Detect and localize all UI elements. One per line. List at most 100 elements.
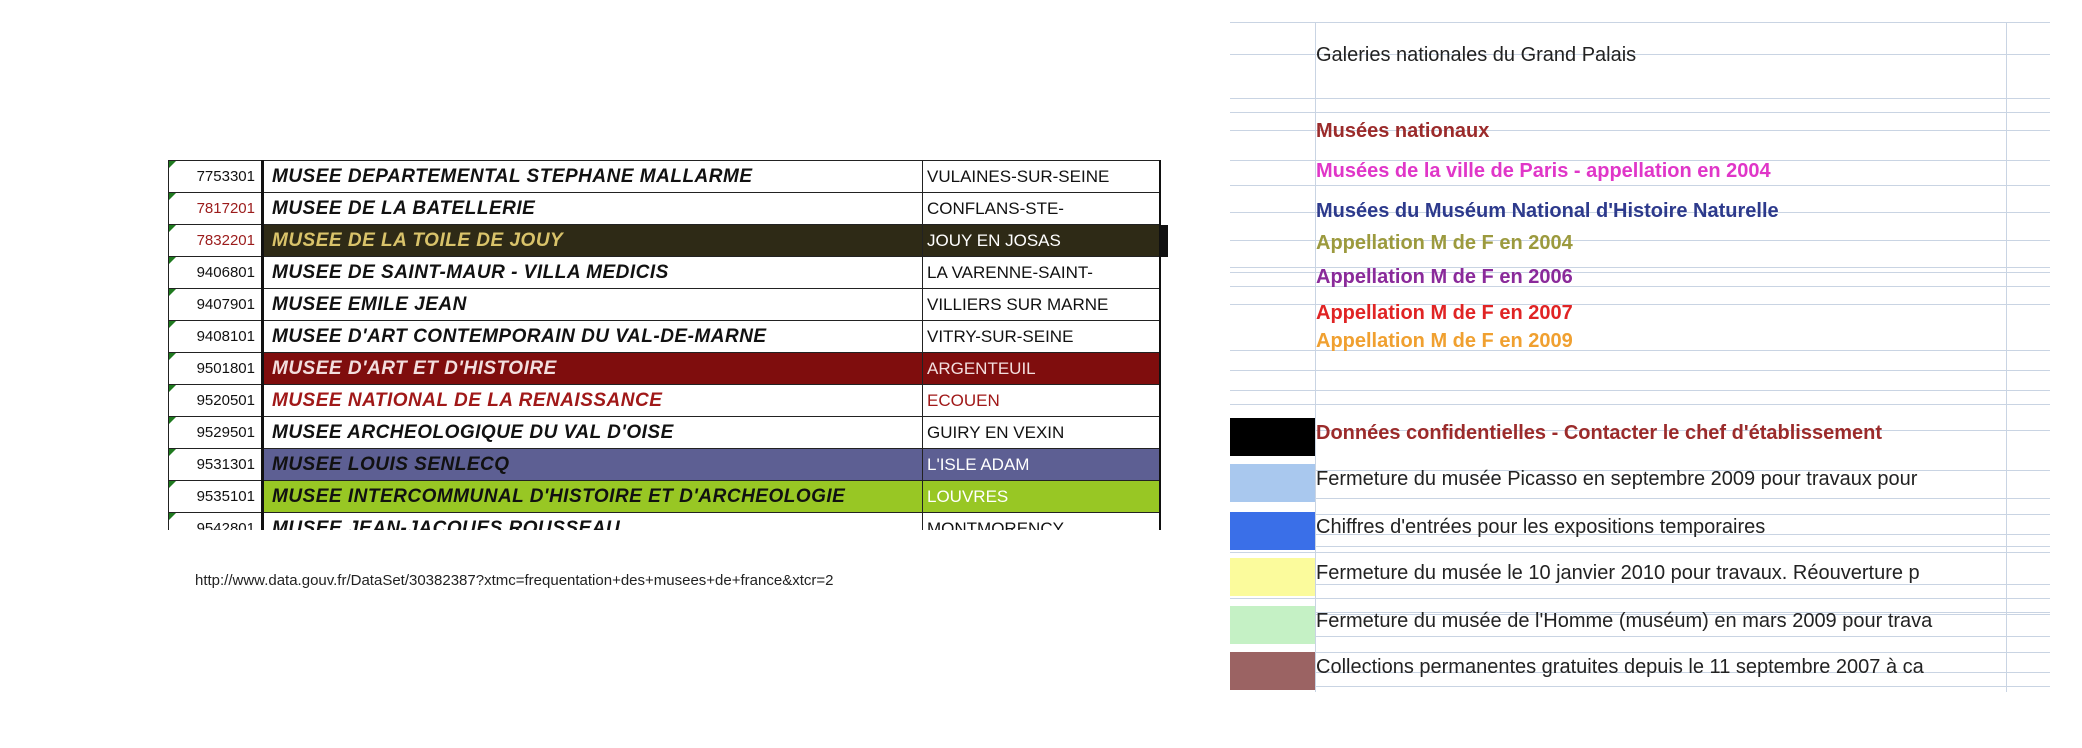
museum-code-cell[interactable]: 7832201	[168, 224, 264, 257]
grid-line	[1230, 552, 2050, 553]
legend-label[interactable]: Fermeture du musée de l'Homme (muséum) e…	[1316, 610, 1933, 632]
grid-line	[1230, 304, 2050, 305]
legend-label[interactable]: Appellation M de F en 2004	[1316, 232, 1573, 254]
museum-city-cell[interactable]: VILLIERS SUR MARNE	[922, 288, 1161, 321]
museum-name-cell[interactable]: MUSEE DE LA TOILE DE JOUY	[262, 224, 923, 257]
legend-label[interactable]: Collections permanentes gratuites depuis…	[1316, 656, 1924, 678]
museum-name-cell[interactable]: MUSEE D'ART CONTEMPORAIN DU VAL-DE-MARNE	[262, 320, 923, 353]
legend-label[interactable]: Fermeture du musée le 10 janvier 2010 po…	[1316, 562, 1920, 584]
grid-line	[1230, 652, 2050, 653]
museum-name-cell[interactable]: MUSEE EMILE JEAN	[262, 288, 923, 321]
grid-line	[1230, 498, 2050, 499]
museum-city-cell[interactable]: VITRY-SUR-SEINE	[922, 320, 1161, 353]
grid-line	[1230, 612, 2050, 613]
museum-city-cell[interactable]: CONFLANS-STE-	[922, 192, 1161, 225]
museum-name-cell[interactable]: MUSEE DEPARTEMENTAL STEPHANE MALLARME	[262, 160, 923, 193]
next-column-edge	[1159, 192, 1168, 225]
museum-name-cell[interactable]: MUSEE INTERCOMMUNAL D'HISTOIRE ET D'ARCH…	[262, 480, 923, 513]
museum-city-cell[interactable]: ARGENTEUIL	[922, 352, 1161, 385]
museum-city-cell[interactable]: ECOUEN	[922, 384, 1161, 417]
next-column-edge	[1159, 160, 1168, 193]
legend-color-swatch	[1230, 418, 1315, 456]
grid-line	[2006, 22, 2007, 692]
legend-label[interactable]: Données confidentielles - Contacter le c…	[1316, 422, 1883, 444]
museum-code-cell[interactable]: 9520501	[168, 384, 264, 417]
grid-line	[1230, 534, 2050, 535]
museum-code-cell[interactable]: 9501801	[168, 352, 264, 385]
museum-name-cell[interactable]: MUSEE DE LA BATELLERIE	[262, 192, 923, 225]
legend-label[interactable]: Musées du Muséum National d'Histoire Nat…	[1316, 200, 1779, 222]
next-column-edge	[1159, 224, 1168, 257]
grid-line	[1230, 267, 2050, 268]
museum-code-cell[interactable]: 9542801	[168, 512, 264, 530]
grid-line	[1230, 272, 2050, 273]
grid-line	[1230, 614, 2050, 615]
grid-line	[1230, 286, 2050, 287]
museum-name-cell[interactable]: MUSEE DE SAINT-MAUR - VILLA MEDICIS	[262, 256, 923, 289]
museum-name-cell[interactable]: MUSEE JEAN-JACQUES ROUSSEAU	[262, 512, 923, 530]
museum-code-cell[interactable]: 9406801	[168, 256, 264, 289]
grid-line	[1315, 22, 1316, 692]
museum-city-cell[interactable]: MONTMORENCY	[922, 512, 1161, 530]
legend-label[interactable]: Chiffres d'entrées pour les expositions …	[1316, 516, 1766, 538]
legend-label[interactable]: Galeries nationales du Grand Palais	[1316, 44, 1637, 66]
grid-line	[1230, 514, 2050, 515]
legend-label[interactable]: Fermeture du musée Picasso en septembre …	[1316, 468, 1918, 490]
museum-city-cell[interactable]: LA VARENNE-SAINT-	[922, 256, 1161, 289]
next-column-edge	[1159, 320, 1168, 353]
museum-city-cell[interactable]: L'ISLE ADAM	[922, 448, 1161, 481]
museum-city-cell[interactable]: LOUVRES	[922, 480, 1161, 513]
museum-code-cell[interactable]: 9535101	[168, 480, 264, 513]
grid-line	[1230, 98, 2050, 99]
next-column-edge	[1159, 512, 1168, 530]
legend-label[interactable]: Appellation M de F en 2009	[1316, 330, 1573, 352]
museum-code-cell[interactable]: 9408101	[168, 320, 264, 353]
next-column-edge	[1159, 448, 1168, 481]
grid-line	[1230, 112, 2050, 113]
grid-line	[1230, 584, 2050, 585]
legend-label[interactable]: Musées de la ville de Paris - appellatio…	[1316, 160, 1771, 182]
grid-line	[1230, 350, 2050, 351]
grid-line	[1230, 370, 2050, 371]
legend-color-swatch	[1230, 464, 1315, 502]
museum-name-cell[interactable]: MUSEE ARCHEOLOGIQUE DU VAL D'OISE	[262, 416, 923, 449]
grid-line	[1230, 22, 2050, 23]
museum-code-cell[interactable]: 9529501	[168, 416, 264, 449]
legend-label[interactable]: Appellation M de F en 2006	[1316, 266, 1573, 288]
museum-code-cell[interactable]: 9531301	[168, 448, 264, 481]
next-column-edge	[1159, 352, 1168, 385]
museum-city-cell[interactable]: JOUY EN JOSAS	[922, 224, 1161, 257]
grid-line	[1230, 130, 2050, 131]
museum-city-cell[interactable]: VULAINES-SUR-SEINE	[922, 160, 1161, 193]
next-column-edge	[1159, 288, 1168, 321]
museum-name-cell[interactable]: MUSEE D'ART ET D'HISTOIRE	[262, 352, 923, 385]
museum-code-cell[interactable]: 7753301	[168, 160, 264, 193]
grid-line	[1230, 672, 2050, 673]
museum-name-cell[interactable]: MUSEE NATIONAL DE LA RENAISSANCE	[262, 384, 923, 417]
legend-label[interactable]: Appellation M de F en 2007	[1316, 302, 1573, 324]
grid-line	[1230, 546, 2050, 547]
museum-city-cell[interactable]: GUIRY EN VEXIN	[922, 416, 1161, 449]
grid-line	[1230, 212, 2050, 213]
grid-line	[1230, 54, 2050, 55]
museum-name-cell[interactable]: MUSEE LOUIS SENLECQ	[262, 448, 923, 481]
museum-code-cell[interactable]: 7817201	[168, 192, 264, 225]
legend-label[interactable]: Musées nationaux	[1316, 120, 1490, 142]
grid-line	[1230, 686, 2050, 687]
museum-code-cell[interactable]: 9407901	[168, 288, 264, 321]
